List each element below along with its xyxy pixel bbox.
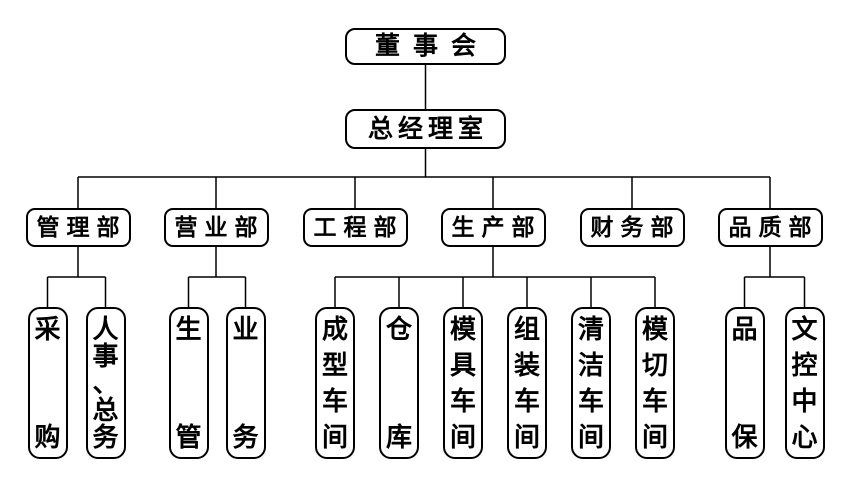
unit-hr-general-affairs: 人 事 、 总 务 (85, 307, 126, 459)
unit-char: 品 (731, 314, 758, 344)
dept-label: 财务部 (590, 214, 681, 240)
unit-quality-assurance: 品 保 (724, 307, 765, 459)
unit-production-control: 生 管 (168, 307, 209, 459)
unit-char: 购 (34, 422, 61, 452)
org-node-label: 总经理室 (367, 114, 488, 143)
unit-char: 装 (513, 350, 540, 380)
dept-management: 管理部 (25, 208, 131, 247)
unit-mold-workshop: 模 具 车 间 (443, 307, 483, 459)
unit-char: 中 (791, 386, 818, 416)
dept-label: 工程部 (313, 214, 404, 240)
dept-label: 生产部 (451, 214, 542, 240)
unit-char: 车 (641, 386, 668, 416)
org-node-board-of-directors: 董事会 (345, 28, 506, 65)
org-node-label: 董事会 (374, 32, 489, 60)
unit-char: 间 (513, 422, 540, 452)
unit-cleaning-workshop: 清 洁 车 间 (571, 307, 611, 459)
org-node-gm-office: 总经理室 (345, 109, 506, 149)
unit-char: 模 (641, 314, 668, 344)
unit-char: 总 (92, 395, 119, 425)
unit-char: 成 (321, 314, 348, 344)
unit-char: 、 (92, 368, 119, 398)
unit-char: 车 (321, 386, 348, 416)
unit-char: 采 (34, 314, 61, 344)
unit-purchasing: 采 购 (27, 307, 68, 459)
unit-char: 务 (232, 422, 259, 452)
dept-label: 品质部 (728, 214, 819, 240)
unit-char: 洁 (577, 350, 604, 380)
unit-char: 间 (449, 422, 476, 452)
unit-char: 间 (577, 422, 604, 452)
dept-engineering: 工程部 (302, 208, 408, 247)
unit-char: 组 (513, 314, 540, 344)
unit-assembly-workshop: 组 装 车 间 (507, 307, 547, 459)
unit-char: 控 (791, 350, 818, 380)
unit-char: 车 (577, 386, 604, 416)
unit-warehouse: 仓 库 (379, 307, 419, 459)
unit-char: 车 (449, 386, 476, 416)
unit-char: 务 (92, 422, 119, 452)
unit-char: 切 (641, 350, 668, 380)
unit-char: 业 (232, 314, 259, 344)
dept-label: 营业部 (174, 214, 265, 240)
unit-char: 库 (385, 422, 412, 452)
dept-production: 生产部 (440, 208, 546, 247)
unit-molding-workshop: 成 型 车 间 (315, 307, 355, 459)
unit-business: 业 务 (225, 307, 266, 459)
dept-label: 管理部 (36, 214, 127, 240)
unit-char: 文 (791, 314, 818, 344)
unit-die-cutting-workshop: 模 切 车 间 (635, 307, 675, 459)
connector-path (46, 65, 806, 307)
unit-char: 具 (449, 350, 476, 380)
unit-char: 间 (641, 422, 668, 452)
unit-char: 模 (449, 314, 476, 344)
unit-char: 仓 (385, 314, 412, 344)
dept-finance: 财务部 (579, 208, 685, 247)
unit-char: 人 (92, 314, 119, 344)
unit-char: 间 (321, 422, 348, 452)
dept-quality: 品质部 (717, 208, 823, 247)
unit-char: 型 (321, 350, 348, 380)
unit-char: 事 (92, 341, 119, 371)
unit-char: 车 (513, 386, 540, 416)
dept-sales: 营业部 (163, 208, 269, 247)
unit-char: 管 (175, 422, 202, 452)
unit-char: 保 (731, 422, 758, 452)
unit-document-control-center: 文 控 中 心 (784, 307, 825, 459)
unit-char: 清 (577, 314, 604, 344)
unit-char: 生 (175, 314, 202, 344)
unit-char: 心 (791, 422, 818, 452)
